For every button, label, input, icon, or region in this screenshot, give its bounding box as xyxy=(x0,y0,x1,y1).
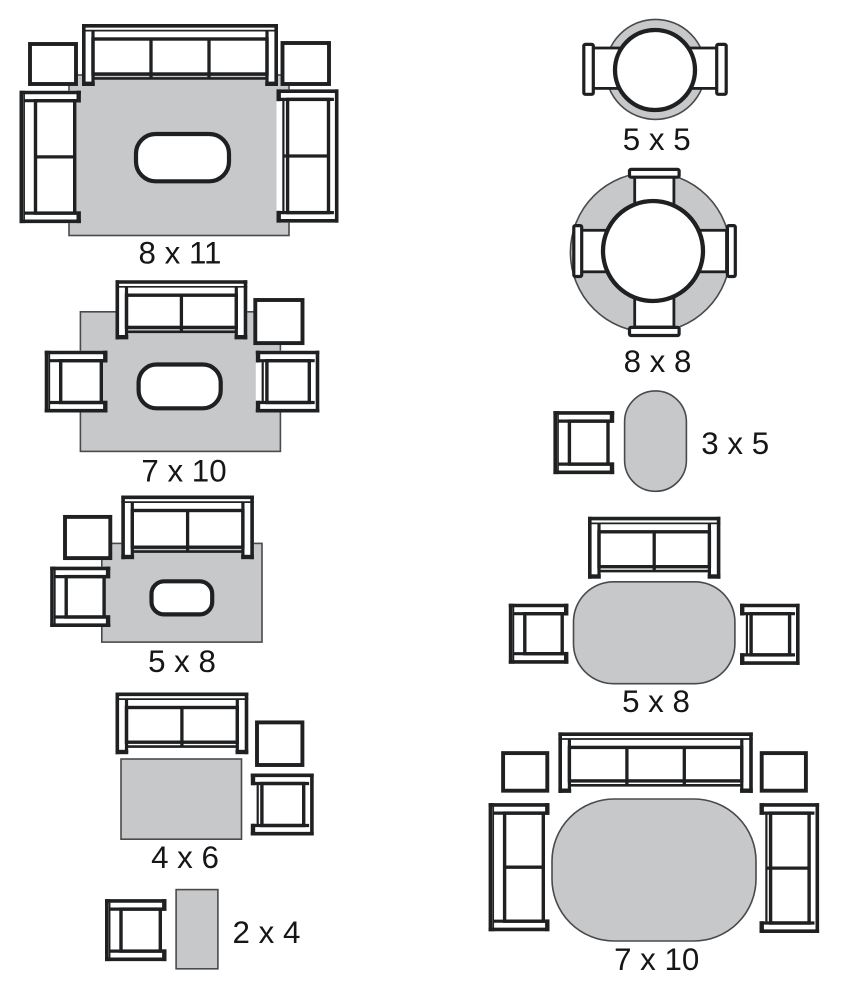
svg-text:4 x 6: 4 x 6 xyxy=(151,840,219,875)
svg-text:8 x 8: 8 x 8 xyxy=(624,344,692,379)
svg-text:5 x 8: 5 x 8 xyxy=(148,644,216,679)
svg-text:3 x 5: 3 x 5 xyxy=(701,426,769,461)
svg-text:2 x 4: 2 x 4 xyxy=(233,915,301,950)
svg-text:5 x 5: 5 x 5 xyxy=(623,122,691,157)
svg-text:5 x 8: 5 x 8 xyxy=(622,684,690,719)
svg-text:8 x 11: 8 x 11 xyxy=(139,235,222,270)
svg-text:7 x 10: 7 x 10 xyxy=(614,942,699,977)
svg-text:7 x 10: 7 x 10 xyxy=(141,453,226,488)
